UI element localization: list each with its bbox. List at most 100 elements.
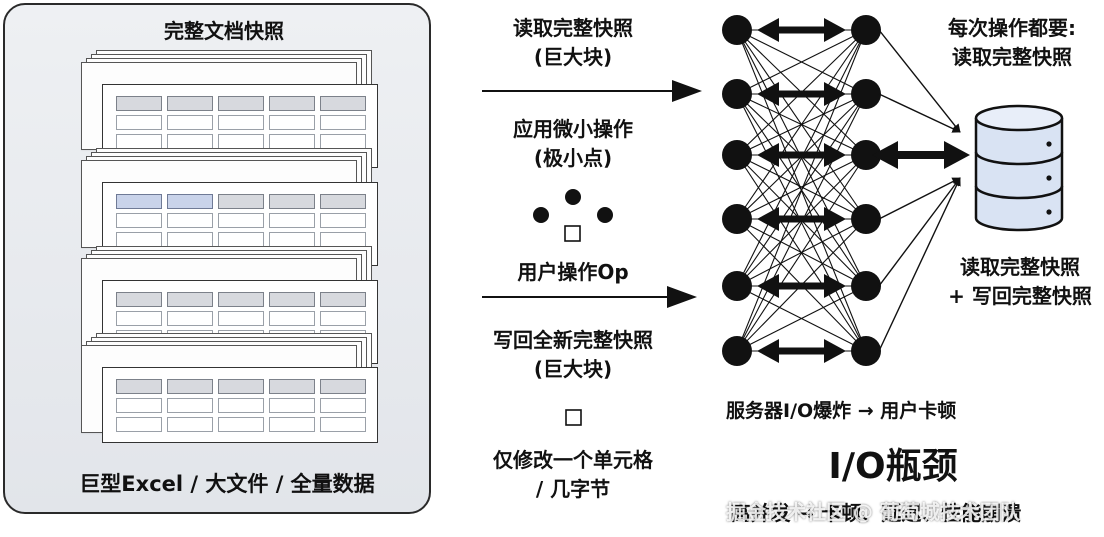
fan-link [878,93,961,133]
spreadsheet-cell [269,417,315,432]
read-arrow [482,80,702,102]
spreadsheet-header-cell [218,379,264,394]
network-link [736,154,867,220]
fan-link [878,177,961,220]
spreadsheet-cell [167,311,213,326]
write-arrow [482,286,697,308]
spreadsheet-header-cell [269,379,315,394]
spreadsheet-header-cell [320,194,366,209]
spreadsheet-front-sheet [102,367,378,443]
bidirectional-arrow [757,82,846,106]
network-link [736,29,867,95]
network-bidirectional-arrows [757,18,846,363]
spreadsheet-cell [218,417,264,432]
network-node [851,336,881,366]
micro-op-dots [533,189,613,223]
bidirectional-arrow [757,207,846,231]
cell-square-icon [565,409,582,426]
spreadsheet-header-cell [320,292,366,307]
network-link [736,29,867,220]
apply-label-line2: (极小点) [533,146,613,170]
watermark: 掘金技术社区 @ 葡萄城技术团队 [726,500,1020,524]
network-link [736,285,867,352]
spreadsheet-header-cell [218,194,264,209]
spreadsheet-cell [320,213,366,228]
op-square-icon [564,225,581,242]
spreadsheet-header-cell [167,379,213,394]
spreadsheet-header-cell [269,194,315,209]
spreadsheet-header-cell [116,379,162,394]
spreadsheet-cell [269,115,315,130]
spreadsheet-cell [269,213,315,228]
spreadsheet-cell [218,115,264,130]
bidirectional-arrow [757,18,846,42]
read-label-line1: 读取完整快照 [513,16,633,40]
spreadsheet-cell [320,311,366,326]
spreadsheet-cell [320,417,366,432]
network-node [722,204,752,234]
bidirectional-arrow [757,274,846,298]
every-op-line2: 读取完整快照 [952,45,1072,69]
network-node [851,15,881,45]
network-node [722,140,752,170]
bottom-consequence: 高并发 → 卡顿、延迟、性能崩溃 [730,501,1022,525]
spreadsheet-cell [116,213,162,228]
spreadsheet-cell [167,213,213,228]
network-node [722,79,752,109]
spreadsheet-front-sheet [102,182,378,266]
spreadsheet-header-cell [320,379,366,394]
network-node [722,271,752,301]
spreadsheet-header-cell [269,292,315,307]
rw-label-line2: + 写回完整快照 [948,284,1092,308]
spreadsheet-header-cell [167,96,213,111]
bidirectional-arrow [757,339,846,363]
cell-label-line1: 仅修改一个单元格 [493,448,653,472]
spreadsheet-header-cell [269,96,315,111]
spreadsheet-cell [167,417,213,432]
spreadsheet-cell [116,115,162,130]
cell-label-line2: / 几字节 [535,477,611,501]
spreadsheet-header-cell [116,194,162,209]
spreadsheet-cell [269,398,315,413]
spreadsheet-header-cell [218,292,264,307]
apply-label-line1: 应用微小操作 [513,117,633,141]
bottleneck-title: I/O瓶颈 [828,446,958,487]
burst-label: 服务器I/O爆炸 → 用户卡顿 [726,400,957,422]
network-node [851,271,881,301]
read-label-line2: (巨大块) [533,45,613,69]
fan-link [878,177,961,352]
spreadsheet-header-cell [167,194,213,209]
spreadsheet-stack [76,333,384,455]
write-label-line2: (巨大块) [533,357,613,381]
spreadsheet-cell [320,115,366,130]
database-icon [974,104,1064,232]
spreadsheet-header-cell [167,292,213,307]
network-mesh [736,29,867,352]
database-bidirectional-arrow [872,141,970,169]
spreadsheet-cell [218,213,264,228]
every-op-line1: 每次操作都要: [948,16,1076,40]
fan-link [878,177,961,287]
spreadsheet-header-cell [218,96,264,111]
network-node [851,79,881,109]
spreadsheet-cell [218,311,264,326]
network-node [722,15,752,45]
spreadsheet-cell [167,398,213,413]
network-node [722,336,752,366]
network-node [851,140,881,170]
fan-link [878,29,961,133]
panel-title: 完整文档快照 [164,19,284,43]
rw-label-line1: 读取完整快照 [960,255,1080,279]
network-link [736,29,867,352]
spreadsheet-header-cell [116,96,162,111]
spreadsheet-cell [116,311,162,326]
spreadsheet-header-cell [320,96,366,111]
network-link [736,154,867,352]
spreadsheet-cell [116,398,162,413]
spreadsheet-stack [76,148,384,270]
spreadsheet-cell [116,417,162,432]
bidirectional-arrow [757,143,846,167]
network-nodes [722,15,881,366]
spreadsheet-cell [320,398,366,413]
